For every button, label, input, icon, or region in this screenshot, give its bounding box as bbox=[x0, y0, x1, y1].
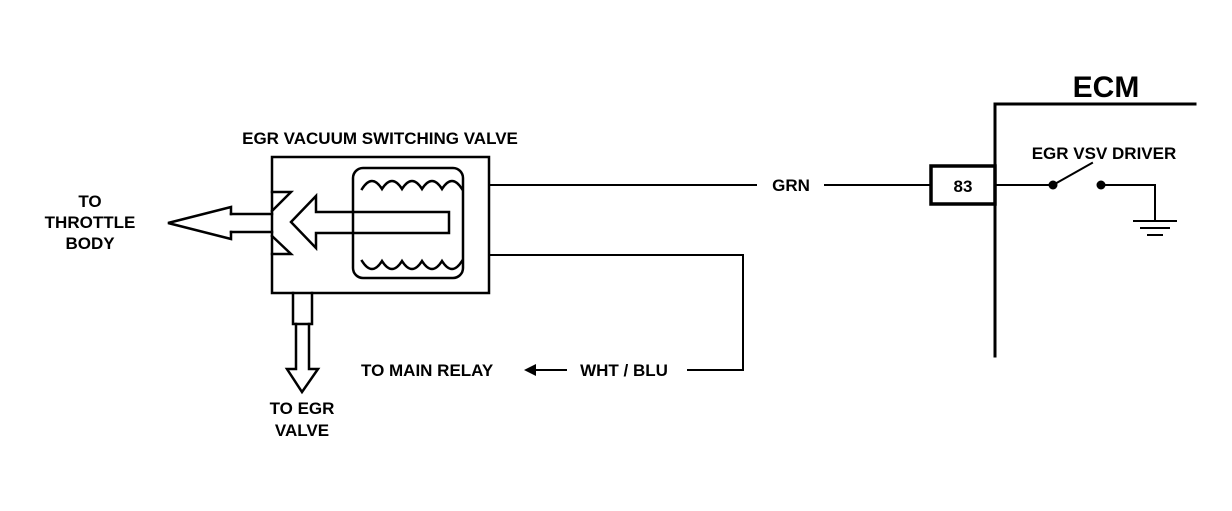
wire-grn-label: GRN bbox=[772, 176, 810, 195]
coil-lower bbox=[360, 258, 464, 271]
egr-valve-label-line1: TO EGR bbox=[270, 399, 335, 418]
port-upper-wall bbox=[270, 190, 295, 213]
wht-blu-wire bbox=[488, 254, 744, 371]
ground-icon bbox=[1133, 220, 1177, 236]
solenoid-housing bbox=[351, 166, 465, 280]
throttle-label-line2: THROTTLE bbox=[45, 213, 136, 232]
relay-arrow-head bbox=[524, 364, 536, 376]
valve-body bbox=[270, 155, 491, 295]
throttle-arrow bbox=[167, 205, 233, 241]
pin-number: 83 bbox=[954, 177, 973, 196]
throttle-label-line1: TO bbox=[78, 192, 101, 211]
throttle-tube bbox=[229, 212, 274, 234]
egr-arrow bbox=[284, 322, 321, 395]
main-relay-label: TO MAIN RELAY bbox=[361, 361, 494, 380]
throttle-label-line3: BODY bbox=[65, 234, 115, 253]
valve-title: EGR VACUUM SWITCHING VALVE bbox=[242, 129, 518, 148]
coil-upper bbox=[360, 179, 464, 192]
ecm-title: ECM bbox=[1073, 71, 1140, 104]
port-lower-wall bbox=[270, 234, 295, 256]
plunger-arrow bbox=[289, 192, 451, 252]
ground-lead bbox=[1100, 184, 1156, 221]
egr-tube bbox=[291, 291, 314, 326]
driver-label: EGR VSV DRIVER bbox=[1032, 144, 1177, 163]
ecm-boundary bbox=[993, 102, 1197, 358]
wire-wht-blu-label: WHT / BLU bbox=[580, 361, 668, 380]
switch-blade bbox=[1051, 161, 1094, 187]
egr-valve-label-line2: VALVE bbox=[275, 421, 329, 440]
